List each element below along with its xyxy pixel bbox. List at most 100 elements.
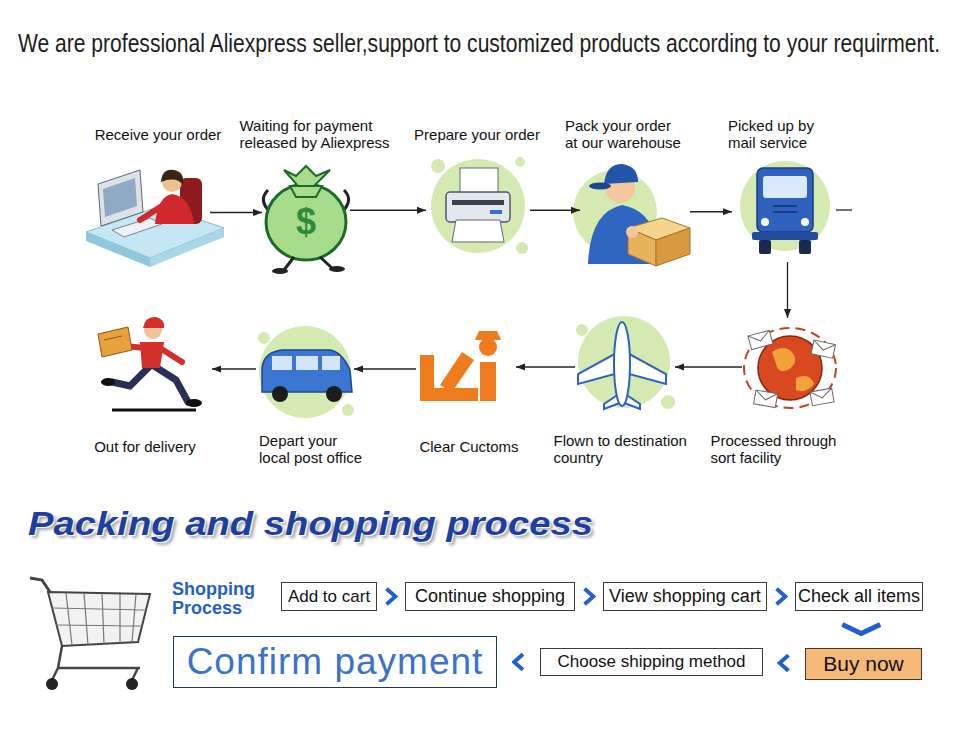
process-step: Flown to destination country — [575, 316, 675, 416]
process-box: Add to cart — [281, 582, 377, 611]
post-car-icon-part — [259, 326, 351, 418]
computer-desk-icon-part — [112, 218, 162, 237]
printer-icon-part — [431, 159, 445, 173]
flow-arrow — [516, 366, 575, 367]
post-car-icon-part — [296, 356, 318, 370]
step-label: Depart your local post office — [259, 432, 367, 466]
box-text: Check all items — [798, 586, 920, 607]
step-text: Flown to destination country — [554, 432, 699, 466]
post-car-icon-part — [322, 356, 340, 370]
flow-arrow — [350, 210, 426, 211]
printer-icon-part — [515, 157, 525, 167]
packing-worker-icon — [573, 164, 690, 266]
process-box: Confirm payment — [173, 636, 497, 688]
flow-arrow — [787, 262, 788, 318]
printer-icon-part — [446, 192, 510, 222]
step-text: Pack your order at our warehouse — [565, 117, 683, 151]
globe-mail-icon — [744, 328, 836, 408]
step-label: Clear Cuctoms — [419, 438, 518, 455]
shopping-cart-icon — [30, 578, 150, 690]
process-step: Clear Cuctoms — [416, 318, 516, 418]
courier-runner-icon-part — [112, 366, 150, 386]
step-text: Receive your order — [95, 126, 222, 143]
step-label: Picked up by mail service — [728, 117, 828, 151]
page-title: We are professional Aliexpress seller,su… — [18, 28, 940, 58]
mail-truck-icon-part — [752, 232, 818, 240]
airplane-icon-part — [578, 316, 670, 408]
airplane-icon-part — [576, 324, 588, 336]
step-text: Waiting for payment released by Aliexpre… — [240, 117, 395, 151]
step-text: Prepare your order — [414, 126, 540, 143]
courier-runner-icon-part — [98, 327, 132, 357]
globe-mail-icon-part — [810, 388, 834, 406]
globe-mail-icon-part — [796, 376, 814, 391]
computer-desk-icon-part — [86, 232, 150, 267]
flow-arrow — [530, 210, 580, 211]
mail-truck-icon-part — [799, 240, 811, 254]
shopping-cart-icon-part — [46, 678, 58, 690]
globe-mail-icon-part — [810, 388, 833, 400]
step-label: Waiting for payment released by Aliexpre… — [240, 117, 395, 151]
mail-truck-icon-part — [759, 240, 771, 254]
post-car-icon — [258, 326, 354, 418]
flow-chevron — [767, 596, 795, 597]
step-label: Out for delivery — [94, 438, 196, 455]
step-text: Picked up by mail service — [728, 117, 828, 151]
shopping-cart-icon-part — [52, 593, 146, 645]
money-bag-icon-part — [329, 266, 345, 272]
shopping-cart-icon-part — [126, 678, 138, 690]
mail-truck-icon — [740, 161, 852, 254]
shopping-cart-icon-part — [48, 592, 150, 646]
flow-chevron — [861, 611, 862, 648]
printer-icon — [431, 157, 528, 254]
globe-mail-icon-part — [812, 340, 835, 352]
courier-runner-icon-part — [143, 317, 164, 328]
airplane-icon — [576, 316, 675, 409]
customs-officer-icon — [420, 331, 501, 401]
courier-runner-icon-part — [101, 378, 115, 386]
process-box: Check all items — [795, 582, 923, 611]
globe-mail-icon-part — [811, 340, 835, 358]
mail-truck-icon-part — [773, 206, 797, 212]
globe-mail-icon-part — [748, 330, 773, 349]
courier-runner-icon-part — [186, 399, 202, 407]
flow-arrow — [212, 368, 256, 369]
globe-mail-icon-part — [748, 330, 771, 343]
printer-icon-part — [490, 210, 502, 214]
computer-desk-icon-part — [103, 178, 137, 217]
post-car-icon-part — [258, 332, 270, 344]
packing-worker-icon-part — [589, 183, 611, 190]
process-step: Receive your order — [100, 160, 210, 265]
step-text: Processed through sort facility — [711, 432, 846, 466]
process-step: Prepare your order — [426, 158, 530, 258]
box-text: View shopping cart — [609, 586, 761, 607]
process-step: Pack your order at our warehouse — [580, 160, 690, 265]
mail-truck-icon-part — [757, 168, 813, 232]
packing-worker-icon-part — [604, 164, 638, 184]
step-text: Clear Cuctoms — [419, 438, 518, 455]
step-label: Processed through sort facility — [711, 432, 846, 466]
process-box: View shopping cart — [603, 582, 767, 611]
globe-mail-icon-part — [772, 348, 795, 371]
globe-mail-icon-part — [744, 328, 836, 408]
customs-officer-icon-part — [480, 362, 496, 401]
courier-runner-icon-part — [112, 409, 196, 412]
globe-mail-icon-part — [754, 390, 778, 408]
packing-worker-icon-part — [626, 226, 638, 238]
money-bag-icon-part — [272, 268, 288, 274]
computer-desk-icon — [86, 170, 224, 267]
money-bag-icon-part — [284, 257, 332, 270]
flow-chevron — [763, 663, 805, 664]
courier-runner-icon-part — [154, 366, 188, 402]
process-step: Depart your local post office — [256, 322, 354, 418]
globe-mail-icon-part — [748, 330, 773, 349]
mail-truck-icon-part — [761, 218, 769, 226]
process-caption: Shopping Process — [172, 580, 277, 618]
step-label: Prepare your order — [414, 126, 540, 143]
section-heading: Packing and shopping process — [28, 503, 593, 543]
computer-desk-icon-part — [161, 170, 183, 185]
step-label: Flown to destination country — [554, 432, 699, 466]
process-box: Buy now — [805, 648, 922, 680]
money-bag-icon-part — [284, 166, 330, 186]
